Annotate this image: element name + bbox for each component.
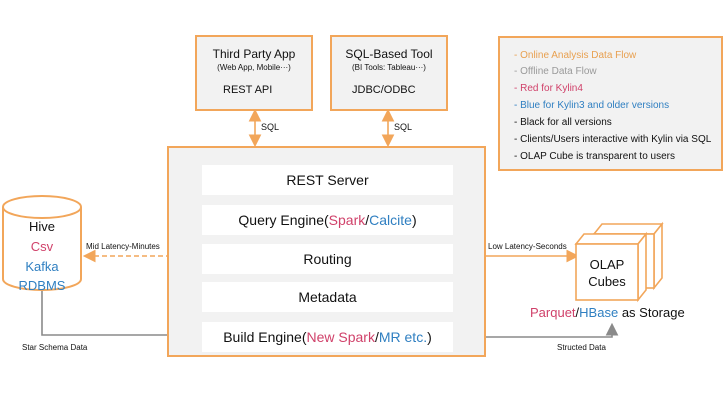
third-party-app-box: Third Party App (Web App, Mobile···) RES… [195,35,313,111]
build-engine-prefix: Build Engine( [223,329,307,345]
query-engine-prefix: Query Engine( [238,212,329,228]
hive-cylinder-shape [2,195,82,291]
query-engine-calcite: Calcite [369,212,412,228]
storage-label: Parquet/HBase as Storage [530,305,685,320]
build-engine-slash: / [374,329,379,345]
legend-blue: - Blue for Kylin3 and older versions [514,100,670,111]
star-schema-arrow [41,291,201,342]
sql-tool-title: SQL-Based Tool [345,47,433,61]
query-engine-row: Query Engine(Spark/Calcite) [202,205,453,235]
legend-box: - Online Analysis Data Flow - Offline Da… [498,36,723,171]
legend-online: - Online Analysis Data Flow [514,50,637,61]
storage-hbase: HBase [579,305,619,320]
star-schema-label: Star Schema Data [22,343,88,352]
third-party-subtitle: (Web App, Mobile···) [217,63,291,72]
kafka-label: Kafka [25,259,59,274]
structed-data-label: Structed Data [557,343,606,352]
routing-row: Routing [202,244,453,274]
query-engine-spark: Spark [328,212,366,228]
legend-clients: - Clients/Users interactive with Kylin v… [514,134,712,145]
sql-label-right: SQL [394,122,413,132]
build-engine-mr: MR etc. [378,329,428,345]
legend-cube: - OLAP Cube is transparent to users [514,151,676,162]
query-engine-suffix: ) [411,212,417,228]
storage-slash: / [575,305,580,320]
sql-label-left: SQL [261,122,280,132]
storage-parquet: Parquet [530,305,576,320]
rest-api-label: REST API [223,84,273,96]
storage-suffix: as Storage [618,305,685,320]
rest-server-row: REST Server [202,165,453,195]
olap-cube-icon [574,221,664,303]
jdbc-odbc-label: JDBC/ODBC [352,84,416,96]
legend-red: - Red for Kylin4 [514,83,583,94]
olap-cubes-label-1: OLAP [589,257,625,272]
build-engine-row: Build Engine(New Spark/MR etc.) [202,322,453,352]
build-engine-new-spark: New Spark [306,329,375,345]
olap-cubes-label-2: Cubes [588,274,626,289]
structed-data-arrow [455,322,619,338]
legend-black: - Black for all versions [514,117,612,128]
legend-offline: - Offline Data Flow [514,66,597,77]
low-latency-label: Low Latency-Seconds [488,242,567,251]
sql-based-tool-box: SQL-Based Tool (BI Tools: Tableau···) JD… [330,35,448,111]
mid-latency-label: Mid Latency-Minutes [86,242,160,251]
query-engine-slash: / [365,212,370,228]
build-engine-suffix: ) [427,329,432,345]
csv-label: Csv [30,239,54,254]
rdbms-label: RDBMS [18,278,66,293]
third-party-title: Third Party App [212,47,296,61]
metadata-row: Metadata [202,282,453,312]
hive-label: Hive [28,219,55,234]
kylin-main-box: REST Server Query Engine(Spark/Calcite) … [167,146,486,357]
sql-tool-subtitle: (BI Tools: Tableau···) [352,63,426,72]
